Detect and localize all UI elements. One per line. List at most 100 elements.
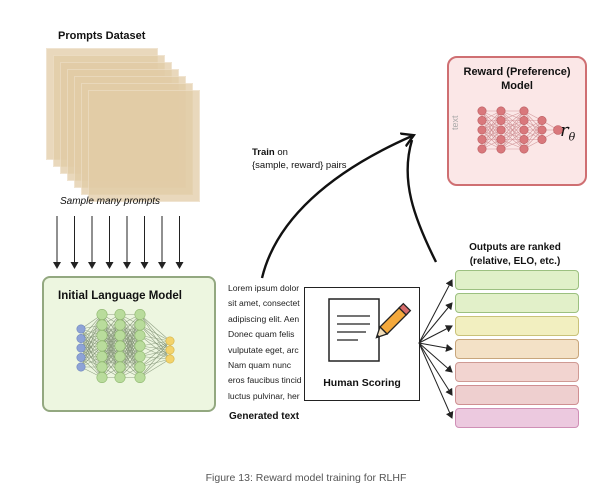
ranked-output-bar (455, 293, 579, 313)
network-node (76, 362, 86, 372)
network-edge (500, 129, 525, 150)
network-node (76, 343, 86, 353)
network-node (76, 324, 86, 334)
network-node (96, 371, 108, 383)
network-edge (119, 345, 141, 378)
network-edge (80, 314, 103, 349)
network-edge (80, 328, 103, 357)
network-node (496, 135, 506, 145)
sample-prompts-label: Sample many prompts (60, 196, 161, 207)
network-node (114, 371, 126, 383)
network-edge (80, 347, 103, 378)
network-edge (139, 324, 171, 360)
network-edge (139, 349, 171, 378)
train-arrow-from-text (260, 136, 412, 279)
generated-text-line: eros faucibus tincid (228, 375, 302, 386)
network-edge (139, 314, 171, 360)
ranking-arrow (418, 342, 453, 352)
ranking-arrow (418, 325, 453, 344)
network-edge (139, 349, 171, 368)
network-node (477, 144, 487, 154)
ranking-arrow (418, 302, 453, 344)
network-node (96, 340, 108, 352)
train-label-bold: Train (252, 147, 275, 158)
network-node (477, 116, 487, 126)
network-edge (139, 324, 171, 342)
network-node (537, 125, 547, 135)
human-scoring-label: Human Scoring (323, 377, 401, 389)
network-edge (500, 110, 525, 150)
network-node (76, 333, 86, 343)
outputs-ranked-title-line1: Outputs are ranked (469, 242, 561, 253)
document-pencil-icon (328, 298, 412, 362)
network-edge (80, 338, 103, 368)
network-node (134, 329, 146, 341)
reward-symbol-r: r (560, 120, 569, 141)
network-edge (500, 110, 525, 131)
reward-output-symbol: rθ (560, 120, 575, 144)
network-edge (101, 345, 121, 378)
network-node (114, 319, 126, 331)
network-node (96, 319, 108, 331)
prompt-sheet (88, 90, 200, 202)
generated-text-label: Generated text (229, 411, 300, 422)
reward-symbol-theta: θ (568, 130, 576, 144)
network-node (165, 354, 175, 364)
initial-language-model-title: Initial Language Model (58, 290, 182, 302)
ranking-arrow (418, 342, 454, 419)
network-node (477, 125, 487, 135)
train-label-line2: {sample, reward} pairs (252, 160, 347, 171)
network-node (519, 144, 529, 154)
network-edge (500, 110, 525, 140)
initial-lm-network (76, 308, 175, 383)
reward-model-box: Reward (Preference) Model text rθ (447, 56, 587, 186)
ranking-arrow (418, 342, 453, 373)
prompts-dataset-title: Prompts Dataset (58, 30, 146, 42)
ranked-output-bar (455, 385, 579, 405)
network-node (114, 350, 126, 362)
train-label-line1: Train on (252, 146, 347, 159)
generated-text-block: Lorem ipsum dolor sit amet, consectet ad… (228, 281, 304, 405)
network-edge (139, 335, 171, 351)
train-label-on: on (274, 147, 288, 158)
network-node (519, 135, 529, 145)
network-node (165, 336, 175, 346)
network-edge (481, 120, 502, 150)
network-node (496, 144, 506, 154)
network-node (134, 308, 146, 320)
generated-text-line: Donec quam felis (228, 329, 295, 340)
network-node (96, 361, 108, 373)
network-edge (139, 340, 171, 378)
network-edge (80, 335, 103, 368)
ranked-output-bar (455, 270, 579, 290)
network-node (496, 116, 506, 126)
sample-arrows (53, 216, 184, 269)
reward-model-network (477, 106, 563, 154)
network-node (519, 106, 529, 116)
network-node (114, 308, 126, 320)
network-node (477, 106, 487, 116)
network-node (96, 308, 108, 320)
network-edge (139, 340, 171, 368)
network-node (76, 352, 86, 362)
outputs-ranked-title-line2: (relative, ELO, etc.) (469, 256, 561, 267)
network-edge (139, 335, 171, 360)
ranked-output-bar (455, 339, 579, 359)
network-node (477, 135, 487, 145)
network-node (134, 361, 146, 373)
network-edge (139, 358, 171, 378)
network-node (496, 106, 506, 116)
generated-text-line: vulputate eget, arc (228, 344, 299, 355)
generated-text-line: Lorem ipsum dolor (228, 283, 300, 293)
network-node (134, 371, 146, 383)
ranking-arrow (418, 279, 453, 344)
network-node (519, 116, 529, 126)
network-edge (101, 314, 121, 347)
network-node (537, 135, 547, 145)
network-edge (119, 314, 141, 347)
network-node (114, 361, 126, 373)
reward-model-title-line1: Reward (Preference) (463, 66, 571, 78)
network-edge (523, 120, 543, 150)
network-edge (500, 120, 525, 150)
